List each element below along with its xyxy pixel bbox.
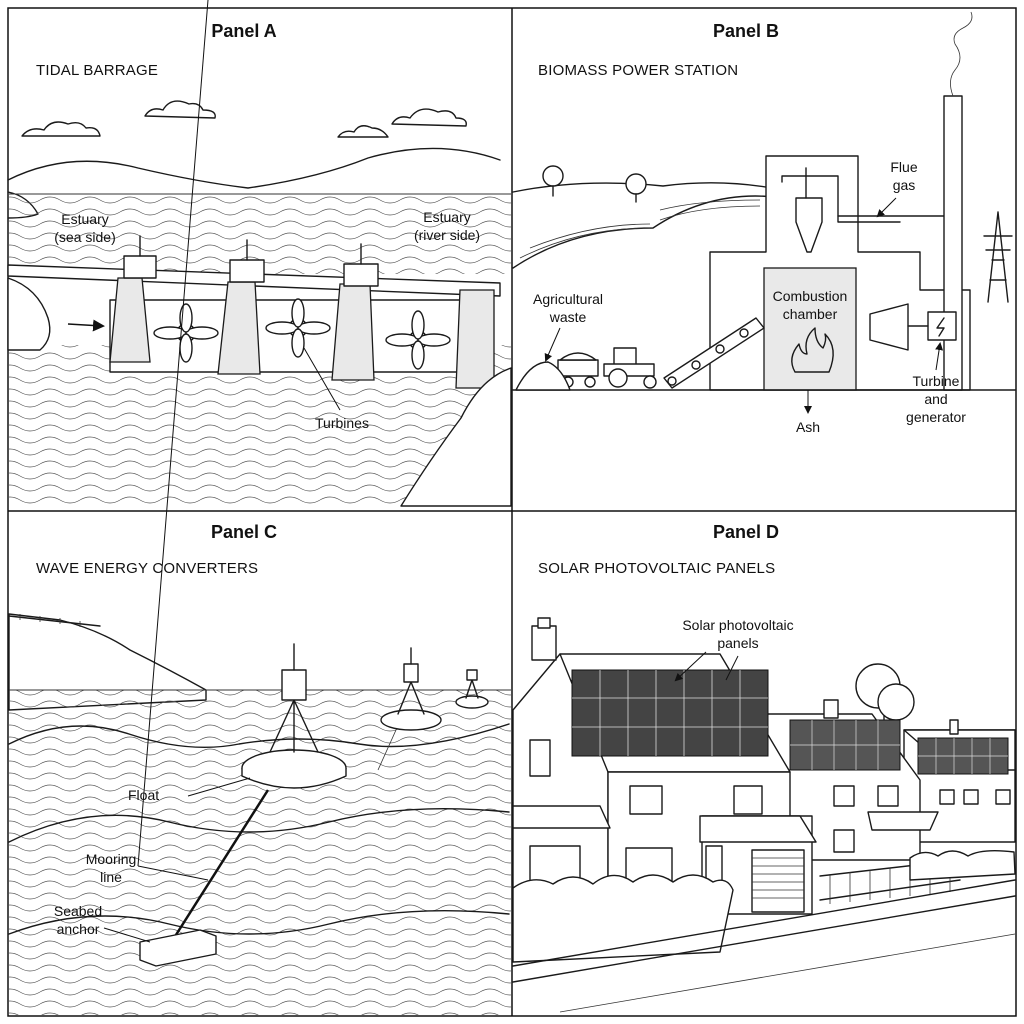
panel-a-title: Panel A: [211, 21, 276, 41]
sea-side-sublabel: (sea side): [54, 229, 115, 245]
panel-b-title: Panel B: [713, 21, 779, 41]
panel-c-title: Panel C: [211, 522, 277, 542]
combustion-chamber-sublabel: chamber: [783, 306, 838, 322]
mooring-line-label: Mooring: [86, 851, 137, 867]
fence: [8, 615, 101, 627]
agricultural-waste-label: Agricultural: [533, 291, 603, 307]
pylon-icon: [983, 211, 1013, 303]
seabed-anchor-sublabel: anchor: [57, 921, 100, 937]
seabed-anchor-label: Seabed: [54, 903, 102, 919]
sea-side-label: Estuary: [61, 211, 108, 227]
panel-b-subtitle: BIOMASS POWER STATION: [538, 62, 738, 79]
mooring-line-sublabel: line: [100, 869, 122, 885]
panel-c: Panel C WAVE ENERGY CONVERTERS: [8, 0, 511, 1015]
ash-label: Ash: [796, 419, 820, 435]
turbine-icon: [869, 303, 909, 351]
wave-energy-float: [455, 669, 489, 709]
river-side-label: Estuary: [423, 209, 470, 225]
panel-d: Panel D SOLAR PHOTOVOLTAIC PANELS: [512, 522, 1016, 1013]
turbine-generator-sublabel-1: and: [924, 391, 947, 407]
waste-pile: [515, 361, 571, 391]
distant-hills: [7, 147, 501, 189]
river-side-sublabel: (river side): [414, 227, 480, 243]
turbine-icon: [265, 298, 331, 358]
tree-icon: [542, 165, 564, 197]
wave-energy-float: [380, 647, 442, 731]
panel-b: Panel B BIOMASS POWER STATION: [512, 11, 1016, 435]
cliff: [8, 613, 207, 711]
rocky-shore-right: [400, 367, 512, 507]
turbine-generator-sublabel-2: generator: [906, 409, 966, 425]
power-station-building: [709, 11, 1013, 391]
panel-a-subtitle: TIDAL BARRAGE: [36, 62, 158, 79]
flue-gas-sublabel: gas: [893, 177, 916, 193]
road-edge: [512, 879, 1016, 967]
agricultural-waste-sublabel: waste: [549, 309, 587, 325]
solar-panels-sublabel: panels: [717, 635, 758, 651]
solar-panels-label: Solar photovoltaic: [682, 617, 793, 633]
house-main: [512, 617, 817, 917]
arrow-icon: [67, 319, 105, 332]
tractor-icon: [557, 347, 657, 389]
clouds-a: [21, 100, 467, 138]
lightning-bolt-icon: [936, 317, 945, 337]
conveyor: [663, 317, 765, 389]
flue-gas-label: Flue: [890, 159, 917, 175]
barrage: [7, 235, 501, 389]
panel-d-title: Panel D: [713, 522, 779, 542]
seabed-anchor: [139, 929, 217, 967]
combustion-chamber-label: Combustion: [773, 288, 848, 304]
sea: [9, 690, 511, 1015]
wave-energy-float: [241, 643, 347, 789]
smoke-icon: [950, 11, 973, 97]
tree-icon: [625, 173, 647, 203]
hedge: [512, 874, 734, 963]
rocky-shore-left: [7, 277, 51, 351]
solar-panel-array: [571, 669, 769, 757]
mooring-line: [172, 789, 270, 939]
flame-icon: [791, 327, 834, 373]
turbines-label: Turbines: [315, 415, 369, 431]
panel-d-subtitle: SOLAR PHOTOVOLTAIC PANELS: [538, 560, 775, 577]
turbine-icon: [385, 310, 451, 370]
turbine-generator-label: Turbine: [913, 373, 960, 389]
panel-a: Panel A TIDAL BARRAGE: [7, 21, 512, 507]
panel-c-subtitle: WAVE ENERGY CONVERTERS: [36, 560, 258, 577]
